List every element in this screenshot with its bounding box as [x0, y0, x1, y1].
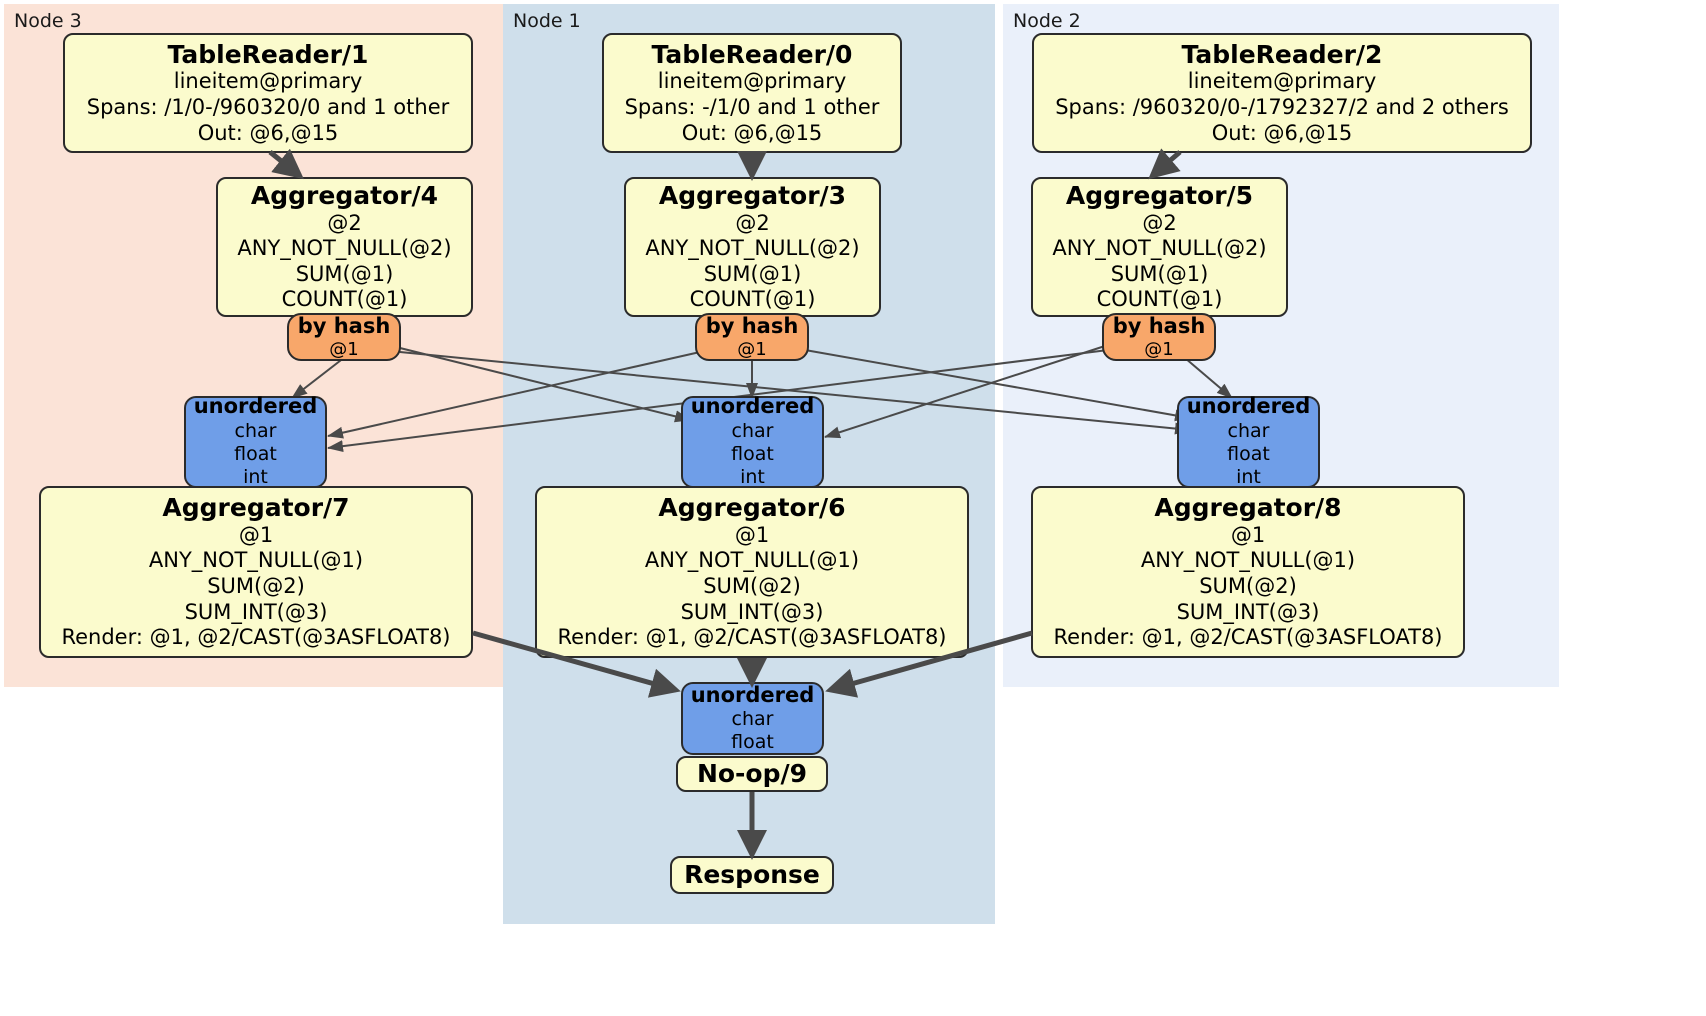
- processor-aggregator-6[interactable]: Aggregator/6 @1 ANY_NOT_NULL(@1) SUM(@2)…: [535, 486, 969, 658]
- synchronizer-unordered-middle[interactable]: unordered char float int: [681, 394, 824, 489]
- router-line: @1: [329, 338, 359, 360]
- processor-table-reader-1[interactable]: TableReader/1 lineitem@primary Spans: /1…: [63, 33, 473, 153]
- processor-line: SUM_INT(@3): [680, 599, 824, 624]
- processor-response[interactable]: Response: [670, 856, 834, 894]
- processor-line: SUM_INT(@3): [1176, 599, 1320, 624]
- processor-render-line: Render: @1, @2/CAST(@3ASFLOAT8): [1053, 625, 1443, 650]
- processor-title: Response: [684, 860, 820, 890]
- synchronizer-line: float: [731, 731, 774, 754]
- synchronizer-line: char: [731, 420, 774, 443]
- processor-line: SUM(@2): [207, 573, 305, 598]
- processor-line: SUM(@2): [703, 573, 801, 598]
- processor-table-reader-2[interactable]: TableReader/2 lineitem@primary Spans: /9…: [1032, 33, 1532, 153]
- processor-line: COUNT(@1): [689, 287, 816, 312]
- processor-aggregator-3[interactable]: Aggregator/3 @2 ANY_NOT_NULL(@2) SUM(@1)…: [624, 177, 881, 317]
- processor-title: TableReader/1: [167, 39, 369, 69]
- synchronizer-title: unordered: [690, 394, 815, 419]
- processor-line: Out: @6,@15: [197, 120, 339, 145]
- processor-line: ANY_NOT_NULL(@2): [237, 236, 452, 261]
- synchronizer-line: float: [234, 443, 277, 466]
- processor-line: @1: [1230, 522, 1266, 547]
- processor-line: COUNT(@1): [281, 287, 408, 312]
- processor-line: Out: @6,@15: [681, 120, 823, 145]
- synchronizer-line: char: [1227, 420, 1270, 443]
- processor-line: @2: [1142, 210, 1177, 235]
- processor-line: Spans: /960320/0-/1792327/2 and 2 others: [1055, 94, 1509, 119]
- synchronizer-unordered-left[interactable]: unordered char float int: [184, 394, 327, 489]
- processor-title: Aggregator/5: [1065, 181, 1254, 211]
- processor-line: @2: [735, 210, 770, 235]
- processor-line: lineitem@primary: [173, 69, 363, 94]
- synchronizer-title: unordered: [193, 394, 318, 419]
- synchronizer-line: int: [740, 466, 765, 489]
- processor-line: lineitem@primary: [1187, 69, 1377, 94]
- processor-render-line: Render: @1, @2/CAST(@3ASFLOAT8): [61, 625, 451, 650]
- processor-aggregator-4[interactable]: Aggregator/4 @2 ANY_NOT_NULL(@2) SUM(@1)…: [216, 177, 473, 317]
- router-title: by hash: [705, 313, 799, 338]
- synchronizer-line: int: [243, 466, 268, 489]
- synchronizer-line: char: [234, 420, 277, 443]
- router-line: @1: [1144, 338, 1174, 360]
- processor-line: Out: @6,@15: [1211, 120, 1353, 145]
- processor-line: @2: [327, 210, 362, 235]
- synchronizer-line: float: [731, 443, 774, 466]
- router-by-hash-right[interactable]: by hash @1: [1102, 313, 1216, 361]
- processor-title: Aggregator/8: [1154, 493, 1342, 523]
- processor-title: TableReader/0: [651, 39, 853, 69]
- processor-line: @1: [238, 522, 274, 547]
- processor-title: Aggregator/3: [658, 181, 847, 211]
- synchronizer-line: char: [731, 708, 774, 731]
- processor-line: SUM(@1): [295, 261, 394, 286]
- processor-aggregator-5[interactable]: Aggregator/5 @2 ANY_NOT_NULL(@2) SUM(@1)…: [1031, 177, 1288, 317]
- processor-line: SUM(@1): [1110, 261, 1209, 286]
- processor-title: Aggregator/6: [658, 493, 846, 523]
- node-panel-label-node1: Node 1: [513, 10, 581, 32]
- processor-line: SUM(@1): [703, 261, 802, 286]
- synchronizer-line: float: [1227, 443, 1270, 466]
- processor-line: SUM(@2): [1199, 573, 1297, 598]
- processor-line: @1: [734, 522, 770, 547]
- processor-line: SUM_INT(@3): [184, 599, 328, 624]
- processor-line: ANY_NOT_NULL(@2): [645, 236, 860, 261]
- processor-line: Spans: /1/0-/960320/0 and 1 other: [86, 94, 450, 119]
- processor-line: ANY_NOT_NULL(@1): [1140, 548, 1356, 573]
- node-panel-label-node2: Node 2: [1013, 10, 1081, 32]
- synchronizer-title: unordered: [1186, 394, 1311, 419]
- router-by-hash-middle[interactable]: by hash @1: [695, 313, 809, 361]
- synchronizer-unordered-final[interactable]: unordered char float: [681, 682, 824, 755]
- processor-table-reader-0[interactable]: TableReader/0 lineitem@primary Spans: -/…: [602, 33, 902, 153]
- processor-title: No-op/9: [696, 759, 808, 789]
- processor-line: ANY_NOT_NULL(@2): [1052, 236, 1267, 261]
- router-title: by hash: [297, 313, 391, 338]
- processor-aggregator-7[interactable]: Aggregator/7 @1 ANY_NOT_NULL(@1) SUM(@2)…: [39, 486, 473, 658]
- processor-noop-9[interactable]: No-op/9: [676, 756, 828, 792]
- synchronizer-title: unordered: [690, 682, 815, 707]
- synchronizer-unordered-right[interactable]: unordered char float int: [1177, 394, 1320, 489]
- processor-line: COUNT(@1): [1096, 287, 1223, 312]
- processor-line: ANY_NOT_NULL(@1): [644, 548, 860, 573]
- processor-title: Aggregator/7: [162, 493, 350, 523]
- processor-aggregator-8[interactable]: Aggregator/8 @1 ANY_NOT_NULL(@1) SUM(@2)…: [1031, 486, 1465, 658]
- node-panel-label-node3: Node 3: [14, 10, 82, 32]
- router-line: @1: [737, 338, 767, 360]
- processor-line: ANY_NOT_NULL(@1): [148, 548, 364, 573]
- processor-render-line: Render: @1, @2/CAST(@3ASFLOAT8): [557, 625, 947, 650]
- processor-line: lineitem@primary: [657, 69, 847, 94]
- processor-title: TableReader/2: [1181, 39, 1383, 69]
- processor-title: Aggregator/4: [250, 181, 439, 211]
- router-by-hash-left[interactable]: by hash @1: [287, 313, 401, 361]
- router-title: by hash: [1112, 313, 1206, 338]
- synchronizer-line: int: [1236, 466, 1261, 489]
- processor-line: Spans: -/1/0 and 1 other: [624, 94, 880, 119]
